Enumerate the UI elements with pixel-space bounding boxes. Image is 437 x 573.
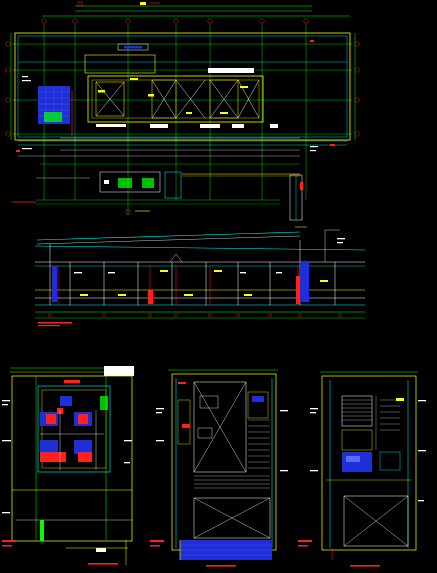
stair-plan-b (150, 369, 288, 567)
longitudinal-section (34, 226, 366, 327)
floor-plan (5, 1, 360, 221)
stair-plan-a (2, 366, 135, 565)
stair-plan-c (298, 371, 426, 567)
